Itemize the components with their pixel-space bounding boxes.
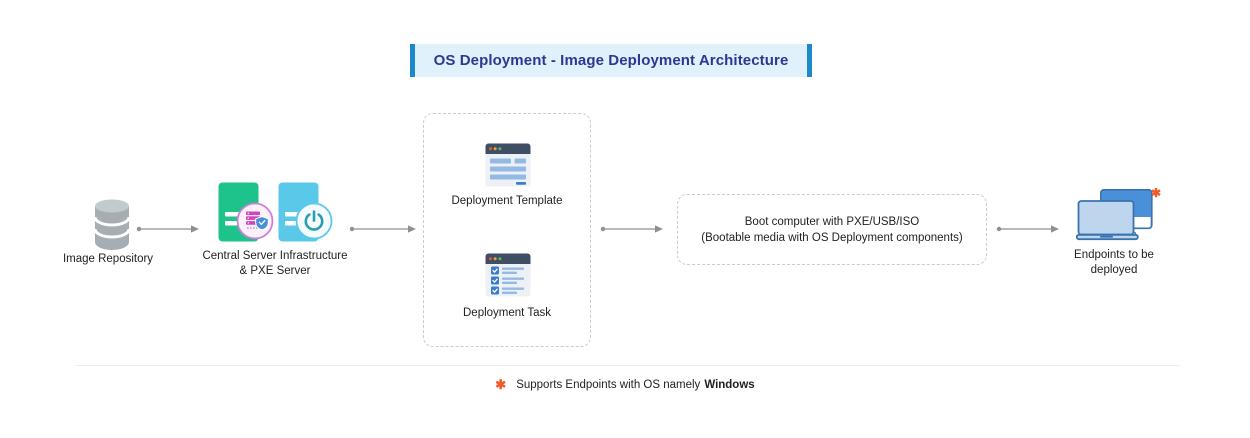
boot-media-line2: (Bootable media with OS Deployment compo…: [701, 231, 963, 244]
database-icon: [93, 199, 131, 250]
server-shield-badge-icon: [236, 202, 274, 240]
banner-left-bar: [410, 44, 415, 77]
deployment-template-label: Deployment Template: [451, 195, 563, 207]
endpoints-asterisk: ✱: [1151, 186, 1162, 200]
endpoints-label-line1: Endpoints to be: [1074, 249, 1154, 261]
image-repository-label: Image Repository: [62, 253, 154, 265]
footnote-text: Supports Endpoints with OS namely: [516, 379, 701, 391]
footnote: ✱ Supports Endpoints with OS namely Wind…: [0, 377, 1250, 393]
arrow-deployment-to-boot: [600, 225, 663, 233]
central-server-label-line2: & PXE Server: [239, 264, 311, 277]
boot-media-text: Boot computer with PXE/USB/ISO (Bootable…: [678, 195, 986, 264]
arrow-server-to-deployment: [349, 225, 416, 233]
laptop-icon: [1076, 200, 1139, 241]
server-towers-icon: [218, 182, 333, 242]
footer-divider: [75, 365, 1180, 366]
central-server-label: Central Server Infrastructure & PXE Serv…: [195, 249, 355, 278]
power-badge-icon: [295, 202, 333, 240]
boot-media-line1: Boot computer with PXE/USB/ISO: [744, 215, 920, 228]
browser-window-icon: [485, 143, 531, 187]
arrow-boot-to-endpoints: [996, 225, 1059, 233]
task-checklist-icon: [485, 253, 531, 297]
deployment-task-label: Deployment Task: [463, 307, 551, 319]
endpoints-label-line2: deployed: [1090, 263, 1138, 276]
deployment-panel: Deployment Template: [423, 113, 591, 347]
endpoints-label: Endpoints to be deployed: [1054, 248, 1174, 277]
diagram-title-banner: OS Deployment - Image Deployment Archite…: [410, 44, 812, 77]
footnote-asterisk-icon: ✱: [495, 377, 507, 392]
arrow-repository-to-server: [136, 225, 199, 233]
page-title: OS Deployment - Image Deployment Archite…: [433, 52, 789, 69]
banner-right-bar: [807, 44, 812, 77]
endpoints-devices-icon: [1076, 188, 1153, 241]
boot-media-panel: Boot computer with PXE/USB/ISO (Bootable…: [677, 194, 987, 265]
central-server-label-line1: Central Server Infrastructure: [202, 250, 348, 262]
footnote-highlight: Windows: [704, 379, 755, 391]
